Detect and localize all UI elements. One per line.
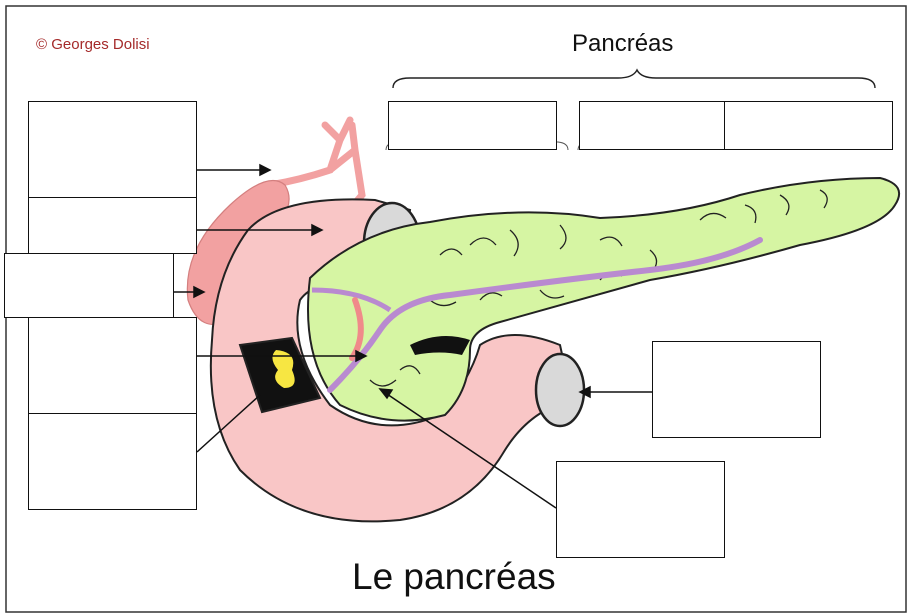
copyright-notice: © Georges Dolisi xyxy=(36,36,150,53)
label-box-left-2[interactable] xyxy=(28,197,197,254)
pancreas-header-label: Pancréas xyxy=(572,30,673,58)
label-box-left-3[interactable] xyxy=(4,253,174,318)
label-box-left-1[interactable] xyxy=(28,101,197,198)
jejunum-section xyxy=(536,354,584,426)
label-box-left-4[interactable] xyxy=(28,317,197,414)
label-box-right[interactable] xyxy=(652,341,821,438)
label-box-top-2[interactable] xyxy=(579,101,726,150)
label-box-left-5[interactable] xyxy=(28,413,197,510)
label-box-top-3[interactable] xyxy=(724,101,893,150)
label-box-top-1[interactable] xyxy=(388,101,557,150)
pancreas-brace xyxy=(393,70,875,88)
label-box-bottom[interactable] xyxy=(556,461,725,558)
diagram-title: Le pancréas xyxy=(352,556,556,598)
